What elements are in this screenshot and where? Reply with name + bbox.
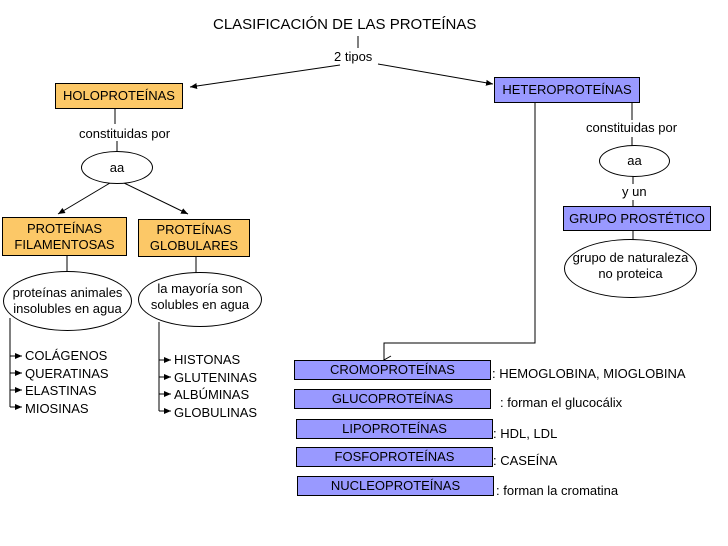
globulares-desc-ellipse: la mayoría son solubles en agua [138, 272, 262, 327]
arrow-to-globulares [123, 182, 189, 215]
nucleoproteinas-node: NUCLEOPROTEÍNAS [297, 476, 494, 496]
globulares-desc-line2: solubles en agua [150, 296, 250, 312]
cromoproteinas-desc: : HEMOGLOBINA, MIOGLOBINA [492, 366, 686, 381]
fosfoproteinas-desc: : CASEÍNA [493, 453, 558, 468]
arrow-to-heteroproteinas [377, 63, 494, 86]
globulares-examples-list: HISTONAS GLUTENINAS ALBÚMINAS GLOBULINAS [174, 351, 257, 421]
globulares-label-line2: GLOBULARES [149, 238, 239, 253]
list-item: GLOBULINAS [174, 404, 258, 420]
fosfoproteinas-node: FOSFOPROTEÍNAS [296, 447, 493, 467]
grupo-prostetico-node: GRUPO PROSTÉTICO [563, 206, 711, 231]
list-item: HISTONAS [174, 352, 241, 367]
grupo-desc-line1: grupo de naturaleza [572, 249, 689, 265]
glucoproteinas-node: GLUCOPROTEÍNAS [294, 389, 491, 409]
holoproteinas-node: HOLOPROTEÍNAS [55, 83, 183, 109]
list-item: GLUTENINAS [174, 369, 258, 385]
nucleoproteinas-desc: : forman la cromatina [496, 483, 619, 498]
filamentosas-desc-ellipse: proteínas animales insolubles en agua [3, 271, 132, 331]
holo-link-label: constituidas por [79, 126, 171, 141]
grupo-desc-line2: no proteica [598, 265, 663, 281]
filamentosas-label-line1: PROTEÍNAS [26, 220, 103, 236]
heteroproteinas-node: HETEROPROTEÍNAS [494, 77, 640, 103]
arrow-to-holoproteinas [189, 64, 341, 89]
glucoproteinas-desc: : forman el glucocálix [500, 395, 623, 410]
grupo-desc-ellipse: grupo de naturaleza no proteica [564, 239, 697, 298]
diagram-title: CLASIFICACIÓN DE LAS PROTEÍNAS [213, 16, 477, 33]
lipoproteinas-node: LIPOPROTEÍNAS [296, 419, 493, 439]
filamentosas-examples-list: COLÁGENOS QUERATINAS ELASTINAS MIOSINAS [25, 347, 109, 417]
globulares-label-line1: PROTEÍNAS [156, 222, 232, 237]
hetero-link-label: constituidas por [586, 120, 678, 135]
list-item: COLÁGENOS [25, 348, 108, 363]
filamentosas-desc-line2: insolubles en agua [13, 301, 122, 316]
list-item: MIOSINAS [25, 400, 89, 416]
globulares-node: PROTEÍNAS GLOBULARES [138, 219, 250, 257]
hetero-aa-ellipse: aa [599, 145, 670, 177]
filamentosas-node: PROTEÍNAS FILAMENTOSAS [2, 217, 127, 256]
hetero-link-label-2: y un [622, 184, 647, 199]
hetero-to-cromoproteinas [382, 103, 536, 365]
arrow-to-filamentosas [57, 182, 111, 215]
lipoproteinas-desc: : HDL, LDL [493, 426, 558, 441]
split-label: 2 tipos [334, 49, 373, 64]
list-item: ELASTINAS [25, 383, 97, 398]
filamentosas-desc-line1: proteínas animales [12, 285, 123, 300]
cromoproteinas-node: CROMOPROTEÍNAS [294, 360, 491, 380]
filamentosas-label-line2: FILAMENTOSAS [14, 236, 115, 252]
holo-aa-ellipse: aa [81, 151, 153, 184]
globulares-desc-line1: la mayoría son [157, 280, 243, 296]
list-item: QUERATINAS [25, 365, 109, 381]
list-item: ALBÚMINAS [174, 387, 250, 402]
